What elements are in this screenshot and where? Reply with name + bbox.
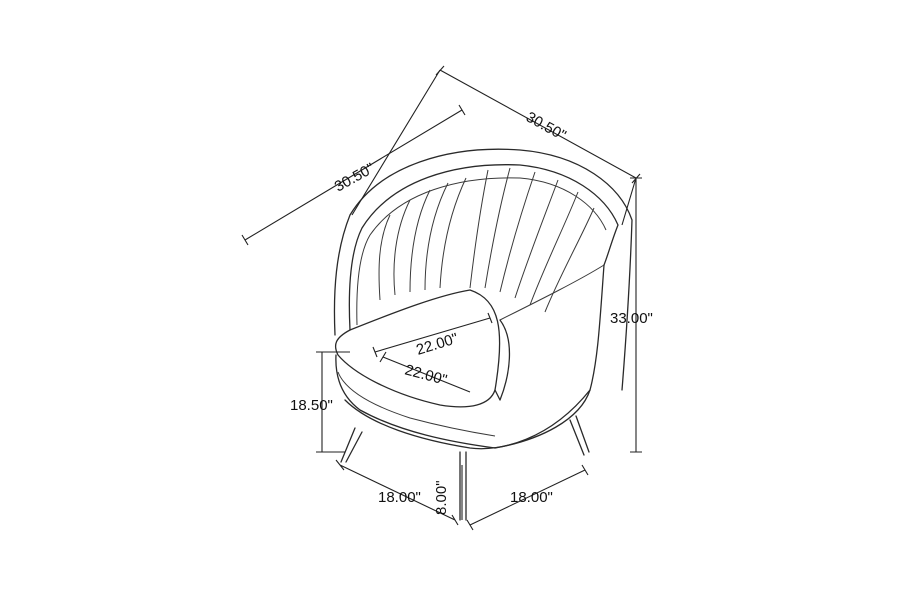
label-seat-width: 22.00" (414, 330, 460, 359)
label-leg-height: 8.00" (433, 480, 450, 515)
dimension-lines (241, 65, 642, 531)
chair-outline (333, 148, 633, 521)
label-overall-height: 33.00" (610, 310, 653, 327)
label-seat-height: 18.50" (290, 397, 333, 414)
label-seat-depth: 22.00" (403, 361, 449, 389)
label-base-right: 18.00" (510, 489, 553, 506)
label-top-width: 30.50" (523, 109, 569, 145)
label-base-left: 18.00" (378, 489, 421, 506)
